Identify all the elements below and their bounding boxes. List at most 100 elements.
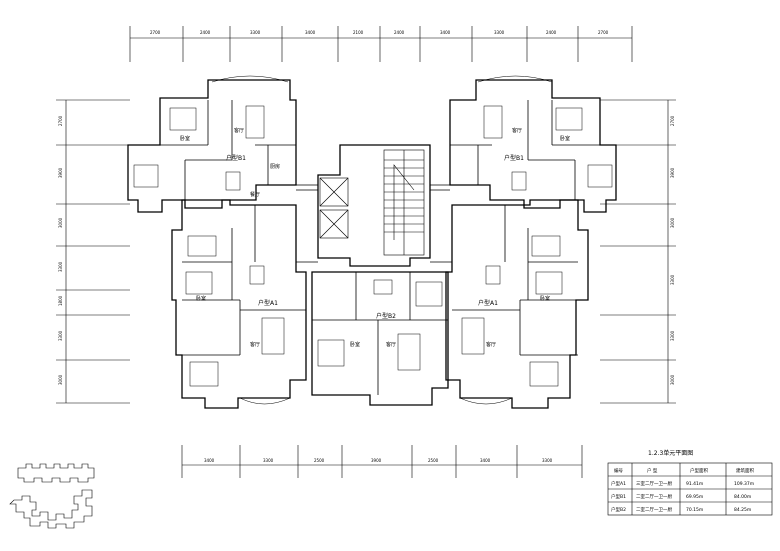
elevator-2 xyxy=(319,209,349,239)
key-plan-thumbnails xyxy=(9,463,95,529)
table-cell: 91.41m xyxy=(686,481,703,487)
table-cell: 109.37m xyxy=(734,481,754,487)
bed-icon xyxy=(189,361,219,387)
left-dim-4: 3300 xyxy=(58,261,63,272)
sofa-icon xyxy=(483,105,503,139)
unit-label-a1-right: 户型A1 xyxy=(478,299,498,307)
unit-b2-outline xyxy=(311,271,449,406)
right-dim-3: 3000 xyxy=(670,217,675,228)
table-header-id: 编号 xyxy=(614,467,623,474)
bed-icon xyxy=(531,235,561,257)
bottom-dim-4: 3900 xyxy=(371,458,382,463)
sofa-icon xyxy=(261,317,285,355)
left-dim-3: 3000 xyxy=(58,217,63,228)
table-cell: 户型B2 xyxy=(611,506,626,513)
bottom-dim-7: 3300 xyxy=(542,458,553,463)
table-cell: 84.00m xyxy=(734,494,751,500)
table-cell: 户型B1 xyxy=(611,493,626,500)
left-dim-7: 3000 xyxy=(58,374,63,385)
bottom-dim-6: 3400 xyxy=(480,458,491,463)
top-dim-4: 3400 xyxy=(305,30,316,35)
bed-icon xyxy=(185,271,213,295)
top-dim-7: 3400 xyxy=(440,30,451,35)
top-dim-2: 2400 xyxy=(200,30,211,35)
room-label-bedroom: 卧室 xyxy=(196,295,206,302)
unit-label-a1-left: 户型A1 xyxy=(258,299,278,307)
right-dim-5: 3300 xyxy=(670,330,675,341)
table-cell: 户型A1 xyxy=(611,480,626,487)
furniture xyxy=(133,75,613,405)
right-dim-1: 2700 xyxy=(670,115,675,126)
dining-table-icon xyxy=(373,279,393,295)
key-plan-top xyxy=(17,463,95,483)
room-label-bedroom: 卧室 xyxy=(560,135,570,142)
dining-table-icon xyxy=(511,171,527,191)
interior-partitions xyxy=(160,100,600,395)
left-dim-5: 1800 xyxy=(58,295,63,306)
room-label-dining: 餐厅 xyxy=(250,191,260,198)
table-cell: 84.25m xyxy=(734,507,751,513)
top-dim-8: 3300 xyxy=(494,30,505,35)
room-labels: 卧室 客厅 餐厅 厨房 卧室 客厅 卧室 客厅 客厅 卧室 客厅 卧室 xyxy=(180,127,570,348)
right-dimension-labels: 2700 3900 3000 3300 3300 3000 xyxy=(670,115,675,385)
building-walls xyxy=(127,79,617,409)
dining-table-icon xyxy=(225,171,241,191)
unit-label-b1-right: 户型B1 xyxy=(504,154,524,162)
top-dim-3: 3300 xyxy=(250,30,261,35)
bed-icon xyxy=(317,339,345,367)
top-dimension-labels: 2700 2400 3300 3400 2100 2400 3400 3300 … xyxy=(150,30,609,35)
left-dim-1: 2700 xyxy=(58,115,63,126)
bed-icon xyxy=(535,271,563,295)
room-label-living: 客厅 xyxy=(386,341,396,348)
right-dim-6: 3000 xyxy=(670,374,675,385)
unit-b1-right-outline xyxy=(449,79,617,213)
top-dim-9: 2400 xyxy=(546,30,557,35)
key-plan-bottom xyxy=(9,489,93,529)
left-dim-2: 3900 xyxy=(58,167,63,178)
table-cell: 69.95m xyxy=(686,494,703,500)
top-dim-6: 2400 xyxy=(394,30,405,35)
table-cell: 70.15m xyxy=(686,507,703,513)
room-label-bedroom: 卧室 xyxy=(350,341,360,348)
area-table: 编号 户 型 户型面积 建筑面积 户型A1 三室二厅一卫一厨 91.41m 10… xyxy=(607,462,773,516)
core-outline xyxy=(317,144,431,267)
bed-icon xyxy=(133,164,159,188)
table-cell: 二室二厅一卫一厨 xyxy=(636,493,672,500)
bottom-dim-2: 3300 xyxy=(263,458,274,463)
room-label-bedroom: 卧室 xyxy=(180,135,190,142)
table-cell: 二室二厅一卫一厨 xyxy=(636,506,672,513)
right-dim-2: 3900 xyxy=(670,167,675,178)
dining-table-icon xyxy=(249,265,265,285)
bed-icon xyxy=(187,235,217,257)
unit-labels: 户型B1 户型B1 户型A1 户型B2 户型A1 xyxy=(226,154,524,320)
unit-label-b1-left: 户型B1 xyxy=(226,154,246,162)
top-dim-10: 2700 xyxy=(598,30,609,35)
bed-icon xyxy=(529,361,559,387)
bed-icon xyxy=(555,107,583,131)
bottom-dim-1: 3400 xyxy=(204,458,215,463)
table-header-type: 户 型 xyxy=(647,467,658,474)
table-header-building-area: 建筑面积 xyxy=(736,467,754,474)
unit-label-b2: 户型B2 xyxy=(376,312,396,320)
drawing-caption: 1.2.3单元平面图 xyxy=(648,449,693,457)
bottom-dim-5: 2500 xyxy=(428,458,439,463)
table-header-unit-area: 户型面积 xyxy=(690,467,708,474)
top-dimension-line xyxy=(129,26,633,62)
top-dim-1: 2700 xyxy=(150,30,161,35)
top-dim-5: 2100 xyxy=(353,30,364,35)
left-dim-6: 3300 xyxy=(58,330,63,341)
room-label-bedroom: 卧室 xyxy=(540,295,550,302)
room-label-living: 客厅 xyxy=(234,127,244,134)
unit-a1-left-outline xyxy=(171,199,307,409)
sofa-icon xyxy=(461,317,485,355)
elevator-1 xyxy=(319,177,349,207)
right-dim-4: 3300 xyxy=(670,274,675,285)
sofa-icon xyxy=(245,105,265,139)
table-cell: 三室二厅一卫一厨 xyxy=(636,480,672,487)
unit-a1-right-outline xyxy=(445,199,589,409)
sofa-icon xyxy=(397,333,421,371)
bed-icon xyxy=(169,107,197,131)
stair-core xyxy=(319,149,425,256)
bottom-dimension-line xyxy=(181,445,583,478)
